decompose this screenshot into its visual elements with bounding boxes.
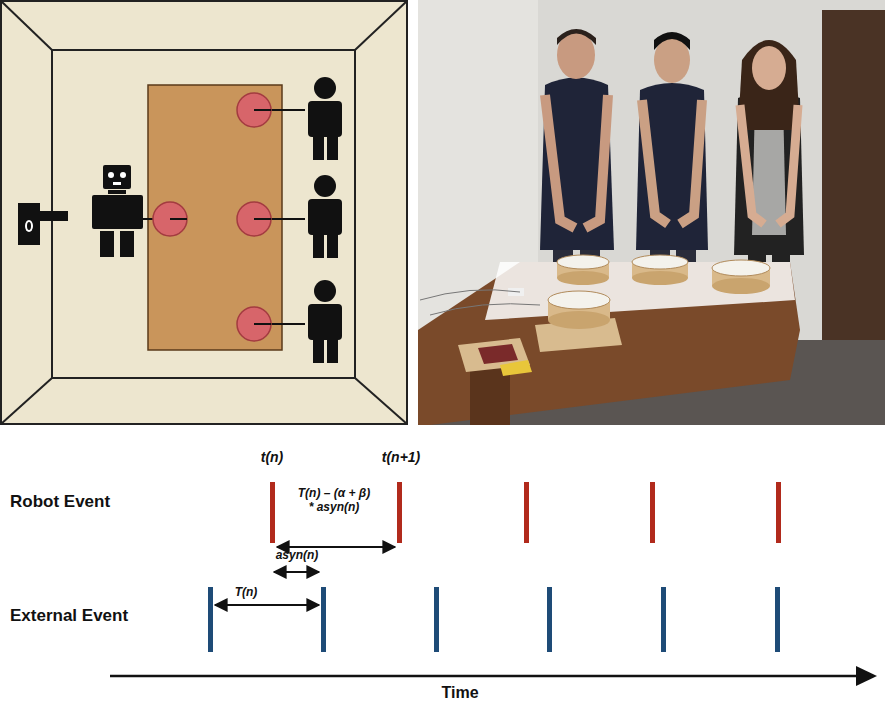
person-icon bbox=[308, 175, 342, 258]
period-arrow bbox=[215, 604, 319, 606]
table bbox=[148, 85, 282, 350]
robot-event-bars bbox=[270, 482, 781, 543]
robot-icon bbox=[92, 165, 143, 257]
wall-edge bbox=[355, 1, 407, 50]
photo-drum bbox=[557, 255, 609, 285]
person-icon bbox=[308, 280, 342, 363]
stick-line bbox=[254, 323, 305, 325]
time-index-label: t(n) bbox=[261, 449, 284, 465]
photo-drum bbox=[712, 260, 770, 294]
asynchrony-label: asyn(n) bbox=[276, 549, 319, 563]
photo-circuit bbox=[478, 344, 518, 364]
room-outline bbox=[1, 1, 407, 424]
photo-person bbox=[540, 29, 614, 350]
interval-formula: T(n) – (α + β) * asyn(n) bbox=[295, 487, 374, 515]
wall-edge bbox=[1, 378, 52, 424]
photo-wall bbox=[418, 0, 885, 425]
asynchrony-arrow bbox=[274, 571, 319, 573]
photo-drum bbox=[632, 255, 688, 285]
room-floor bbox=[52, 50, 355, 378]
interval-arrow bbox=[277, 546, 395, 548]
timing-diagram bbox=[110, 482, 877, 686]
photo-table bbox=[418, 262, 800, 425]
time-axis bbox=[110, 675, 858, 678]
person-icon bbox=[308, 77, 342, 160]
photo-board-strip bbox=[500, 360, 532, 376]
photo-drum bbox=[535, 291, 622, 352]
door-icon bbox=[18, 203, 68, 245]
photo-wires bbox=[420, 290, 540, 315]
stick-line bbox=[254, 218, 305, 220]
row-label: External Event bbox=[10, 606, 128, 626]
time-index-label: t(n+1) bbox=[382, 449, 421, 465]
wall-edge bbox=[355, 378, 407, 424]
row-label: Robot Event bbox=[10, 492, 110, 512]
drum-symbols bbox=[153, 93, 271, 341]
axis-label: Time bbox=[441, 684, 478, 702]
wall-edge bbox=[1, 1, 52, 50]
photo-device bbox=[508, 288, 524, 296]
drum-sticks bbox=[170, 110, 271, 324]
period-label: T(n) bbox=[235, 586, 258, 600]
photo-illustration bbox=[418, 0, 885, 425]
room-schematic bbox=[1, 1, 407, 424]
time-axis-head bbox=[856, 666, 877, 686]
stick-line bbox=[254, 109, 305, 111]
external-event-bars bbox=[208, 587, 780, 652]
